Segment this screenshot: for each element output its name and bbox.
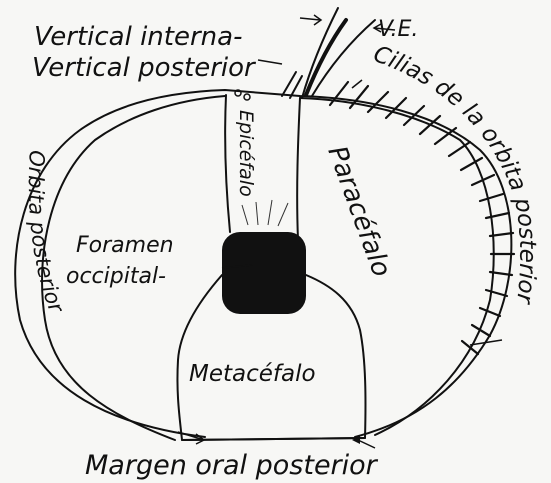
label-orbita-posterior: Orbita posterior xyxy=(24,150,69,317)
label-margen: Margen oral posterior xyxy=(85,450,379,481)
label-foramen: Foramen xyxy=(76,233,174,258)
foramen-rays xyxy=(242,200,288,226)
epicefalo-outline xyxy=(225,95,230,232)
label-occipital: occipital- xyxy=(66,264,166,289)
margen-oral-line xyxy=(182,438,365,440)
ocellus-2 xyxy=(244,94,250,100)
label-ve: V.E. xyxy=(378,17,418,42)
paracefalo-inner-line xyxy=(300,98,494,435)
label-epicefalo: Epicéfalo xyxy=(235,110,257,197)
epicefalo-outline-right xyxy=(297,98,300,240)
label-metacefalo: Metacéfalo xyxy=(189,361,316,387)
label-vertical-interna: Vertical interna- xyxy=(34,22,242,52)
label-vertical-posterior: Vertical posterior xyxy=(32,53,257,83)
label-paracefalo: Paracéfalo xyxy=(321,142,396,281)
foramen-occipital xyxy=(222,232,306,314)
